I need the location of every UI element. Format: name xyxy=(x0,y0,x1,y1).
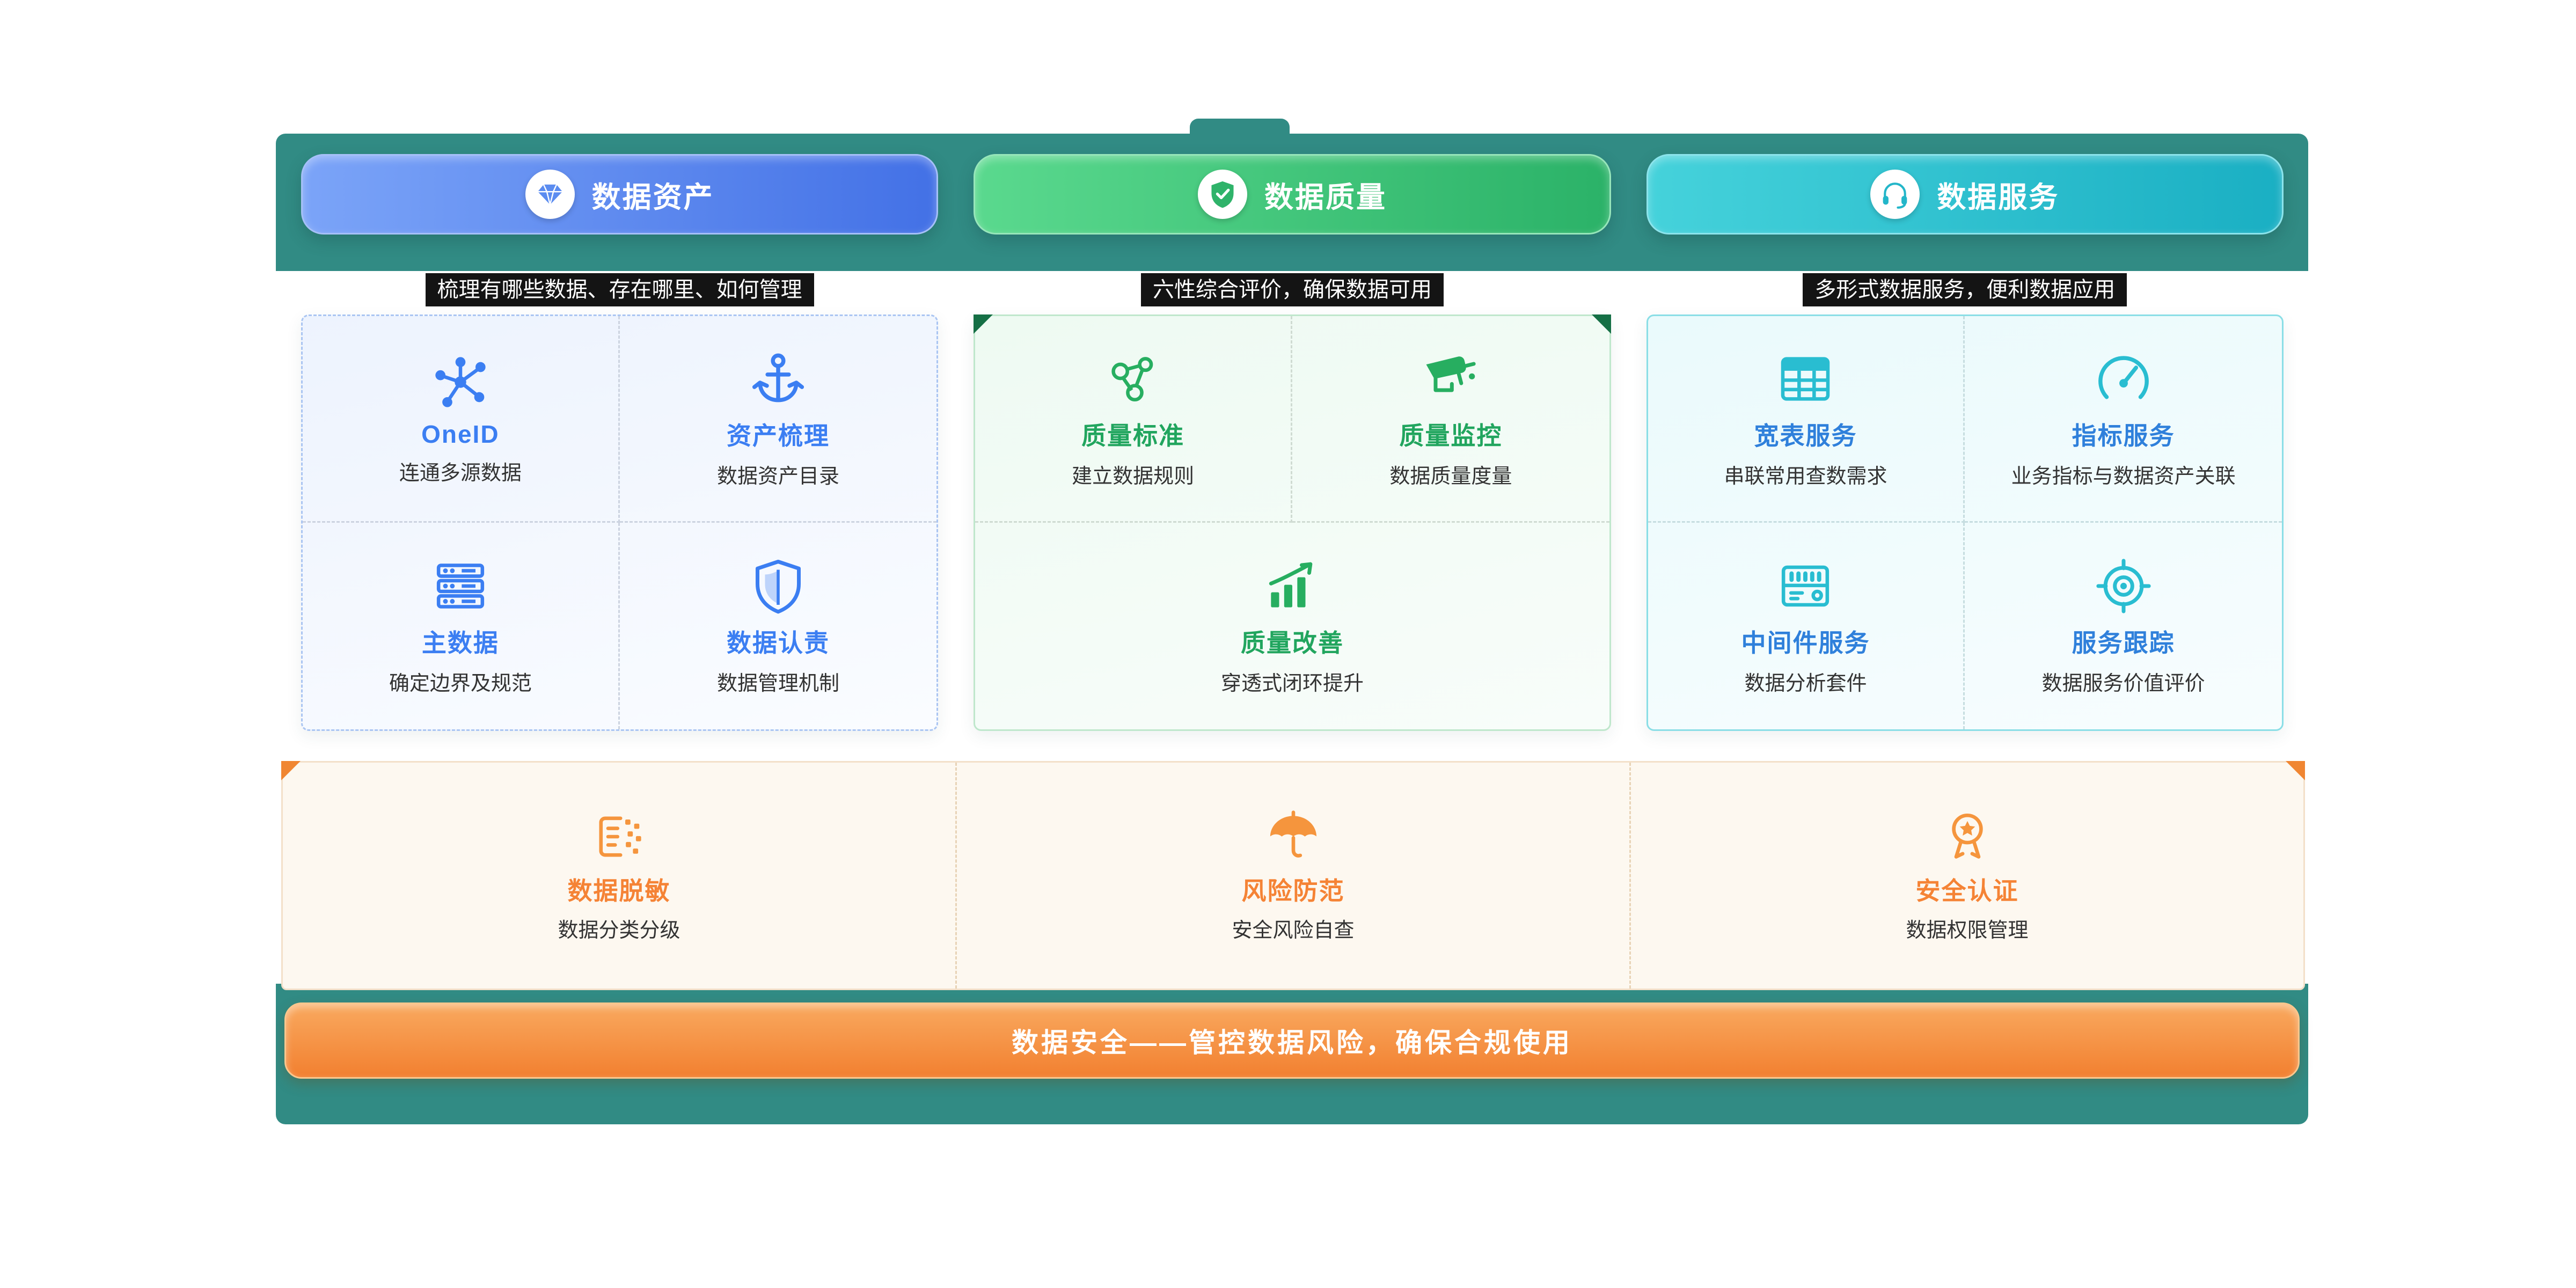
server-icon xyxy=(430,556,491,616)
headset-icon xyxy=(1870,170,1920,219)
molecule-icon xyxy=(1103,349,1163,409)
item-subtitle: 业务指标与数据资产关联 xyxy=(2011,465,2236,488)
item-subtitle: 串联常用查数需求 xyxy=(1724,465,1887,488)
item-title: 宽表服务 xyxy=(1754,421,1857,450)
card-item: 数据认责数据管理机制 xyxy=(620,523,937,729)
middleware-icon xyxy=(1775,556,1835,616)
card-item: 指标服务业务指标与数据资产关联 xyxy=(1965,316,2282,523)
item-title: 主数据 xyxy=(421,629,499,657)
security-banner: 数据安全——管控数据风险，确保合规使用 xyxy=(284,1002,2300,1079)
corner-accent xyxy=(281,761,301,780)
item-subtitle: 数据管理机制 xyxy=(716,672,839,695)
item-subtitle: 建立数据规则 xyxy=(1072,465,1195,488)
item-title: 质量标准 xyxy=(1081,421,1185,450)
card-item: 资产梳理数据资产目录 xyxy=(619,316,937,523)
card-item: 主数据确定边界及规范 xyxy=(303,523,620,729)
item-title: OneID xyxy=(421,420,500,448)
card-item: 质量标准建立数据规则 xyxy=(975,316,1292,523)
shield-check-icon xyxy=(1197,170,1247,219)
pillar-button-label: 数据质量 xyxy=(1264,181,1387,214)
shield-icon xyxy=(748,556,808,616)
item-title: 资产梳理 xyxy=(726,421,830,450)
card-item: 质量监控数据质量度量 xyxy=(1292,316,1609,523)
diamond-icon xyxy=(525,170,575,219)
camera-icon xyxy=(1421,349,1481,409)
item-subtitle: 连通多源数据 xyxy=(399,462,522,485)
umbrella-icon xyxy=(1265,808,1322,865)
table-icon xyxy=(1775,349,1835,409)
item-title: 风险防范 xyxy=(1241,877,1345,905)
tagline-cell: 梳理有哪些数据、存在哪里、如何管理 xyxy=(301,273,938,307)
pillar-buttons-row: 数据资产 数据质量 数据服务 xyxy=(301,154,2284,235)
card-item: 质量改善穿透式闭环提升 xyxy=(975,523,1609,729)
card-quality: 质量标准建立数据规则质量监控数据质量度量质量改善穿透式闭环提升 xyxy=(974,314,1611,731)
taglines-row: 梳理有哪些数据、存在哪里、如何管理 六性综合评价，确保数据可用 多形式数据服务，便利… xyxy=(301,273,2284,307)
badge-icon xyxy=(1939,808,1996,865)
target-icon xyxy=(2094,556,2154,616)
tagline: 多形式数据服务，便利数据应用 xyxy=(1803,273,2127,306)
card-item: 中间件服务数据分析套件 xyxy=(1648,523,1965,729)
security-item: 数据脱敏数据分类分级 xyxy=(283,763,957,989)
tagline: 六性综合评价，确保数据可用 xyxy=(1140,273,1444,306)
item-title: 指标服务 xyxy=(2072,421,2175,450)
mask-icon xyxy=(591,808,648,865)
network-icon xyxy=(430,352,491,412)
pillar-button-services[interactable]: 数据服务 xyxy=(1646,154,2284,235)
pillar-button-quality[interactable]: 数据质量 xyxy=(974,154,1611,235)
item-subtitle: 数据质量度量 xyxy=(1389,465,1512,488)
gauge-icon xyxy=(2094,349,2154,409)
chart-up-icon xyxy=(1262,556,1322,616)
item-subtitle: 数据资产目录 xyxy=(716,465,839,488)
item-subtitle: 数据分析套件 xyxy=(1744,672,1867,695)
item-title: 数据认责 xyxy=(726,629,830,657)
item-title: 质量监控 xyxy=(1399,421,1503,450)
item-title: 安全认证 xyxy=(1915,877,2019,905)
security-item: 安全认证数据权限管理 xyxy=(1631,763,2303,989)
item-title: 质量改善 xyxy=(1240,629,1344,657)
item-subtitle: 确定边界及规范 xyxy=(389,672,532,695)
security-item: 风险防范安全风险自查 xyxy=(957,763,1631,989)
security-panel: 数据脱敏数据分类分级风险防范安全风险自查安全认证数据权限管理 xyxy=(281,761,2305,990)
item-subtitle: 穿透式闭环提升 xyxy=(1220,672,1364,695)
item-subtitle: 数据服务价值评价 xyxy=(2041,672,2205,695)
pillar-button-label: 数据资产 xyxy=(591,181,714,214)
security-banner-label: 数据安全——管控数据风险，确保合规使用 xyxy=(1012,1028,1572,1058)
anchor-icon xyxy=(748,349,808,409)
card-item: OneID 连通多源数据 xyxy=(303,316,620,523)
item-title: 服务跟踪 xyxy=(2072,629,2175,657)
item-subtitle: 数据权限管理 xyxy=(1906,919,2029,942)
corner-accent xyxy=(2286,761,2305,780)
corner-accent xyxy=(1591,314,1611,334)
tagline: 梳理有哪些数据、存在哪里、如何管理 xyxy=(425,273,814,306)
item-subtitle: 数据分类分级 xyxy=(558,919,680,942)
item-subtitle: 安全风险自查 xyxy=(1232,919,1355,942)
tagline-cell: 六性综合评价，确保数据可用 xyxy=(974,273,1611,307)
pillar-button-assets[interactable]: 数据资产 xyxy=(301,154,939,235)
pillar-button-label: 数据服务 xyxy=(1937,181,2060,214)
item-title: 中间件服务 xyxy=(1741,629,1870,657)
tagline-cell: 多形式数据服务，便利数据应用 xyxy=(1646,273,2284,307)
item-title: 数据脱敏 xyxy=(567,877,671,905)
card-item: 宽表服务串联常用查数需求 xyxy=(1648,316,1965,523)
card-item: 服务跟踪数据服务价值评价 xyxy=(1965,523,2282,729)
corner-accent xyxy=(974,314,993,334)
card-services: 宽表服务串联常用查数需求指标服务业务指标与数据资产关联中间件服务数据分析套件服务… xyxy=(1646,314,2284,731)
